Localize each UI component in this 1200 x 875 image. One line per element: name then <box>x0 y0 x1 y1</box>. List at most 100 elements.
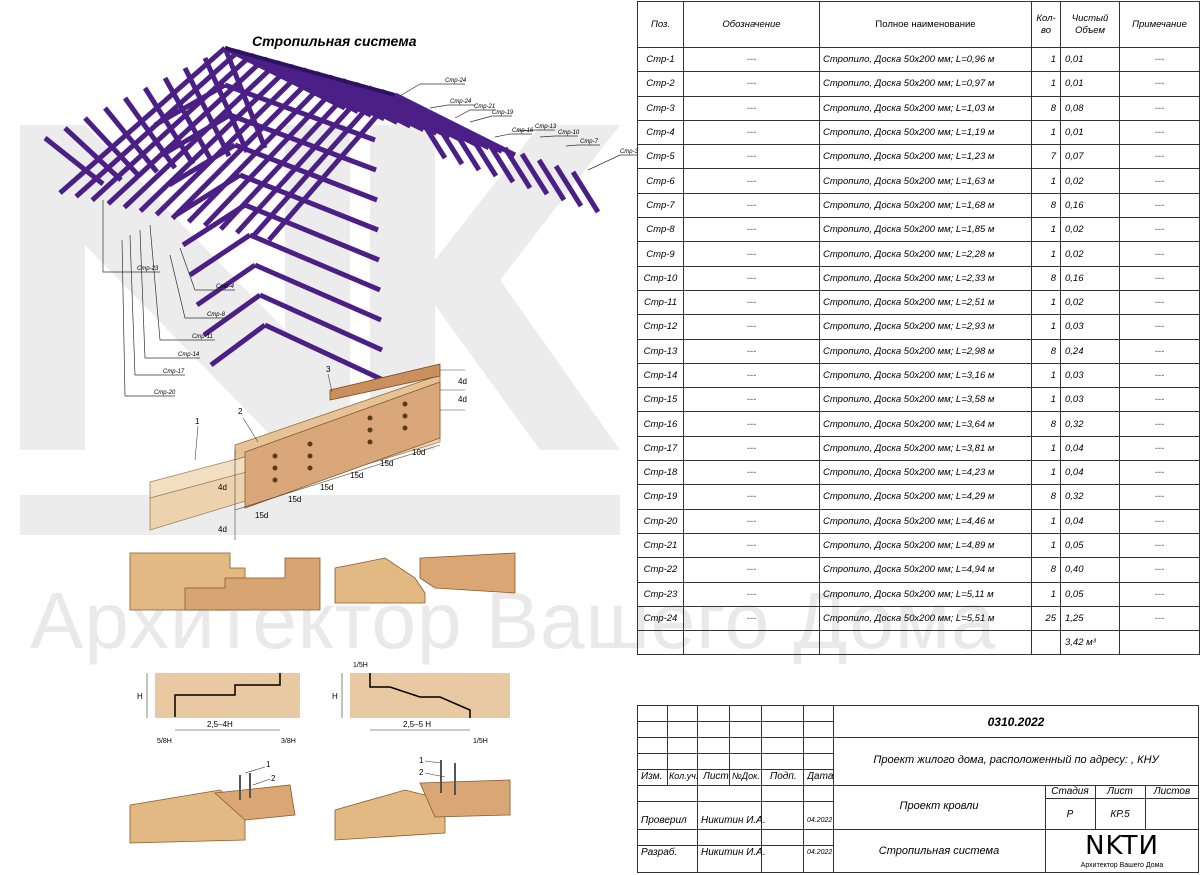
row-position: Стр-3 <box>637 95 684 121</box>
roof-title: Стропильная система <box>252 33 417 49</box>
spec-row: Стр-17---Стропило, Доска 50х200 мм; L=3,… <box>637 435 1200 462</box>
document-code: 0310.2022 <box>987 715 1045 729</box>
specification-table: Поз. Обозначение Полное наименование Кол… <box>637 1 1200 656</box>
spec-row: Стр-3---Стропило, Доска 50х200 мм; L=1,0… <box>637 95 1200 121</box>
joint-label: 15d <box>350 471 363 480</box>
row-volume: 0,05 <box>1060 581 1120 607</box>
row-note: --- <box>1119 532 1200 559</box>
row-designation: --- <box>683 168 820 194</box>
company-logo-subtitle: Архитектор Вашего Дома <box>1080 862 1164 869</box>
rafter <box>167 142 237 188</box>
stage-label: Стадия <box>1051 786 1089 797</box>
joint-label: 15d <box>288 495 301 504</box>
row-position: Стр-5 <box>637 144 684 170</box>
row-full-name: Стропило, Доска 50х200 мм; L=3,16 м <box>819 362 1032 389</box>
row-note: --- <box>1119 338 1200 364</box>
row-volume: 1,25 <box>1060 605 1120 632</box>
rafter <box>380 89 504 154</box>
pin-label: 2 <box>419 768 424 777</box>
spec-row: Стр-7---Стропило, Доска 50х200 мм; L=1,6… <box>637 192 1200 219</box>
row-volume: 0,01 <box>1060 46 1120 73</box>
row-volume: 0,04 <box>1060 435 1120 462</box>
row-designation: --- <box>683 362 820 389</box>
rafter <box>393 92 517 158</box>
row-note: --- <box>1119 289 1200 316</box>
developer-label: Разраб. <box>641 847 678 858</box>
row-volume: 0,02 <box>1060 168 1120 194</box>
rafter <box>553 164 584 208</box>
row-designation: --- <box>683 484 820 510</box>
spec-rows: Стр-1---Стропило, Доска 50х200 мм; L=0,9… <box>637 46 1200 632</box>
rafter <box>239 172 379 233</box>
spec-row: Стр-13 --- Стропило, Доска 50х200 мм; L=2,… <box>637 338 1200 364</box>
row-designation: --- <box>683 314 820 340</box>
rafter <box>202 78 345 228</box>
rafter <box>186 75 332 224</box>
rafter <box>103 106 159 174</box>
row-volume: 0,08 <box>1060 95 1120 121</box>
spec-row: Стр-8---Стропило, Доска 50х200 мм; L=1,8… <box>637 217 1200 243</box>
rafter <box>202 292 262 338</box>
rafter <box>195 262 257 308</box>
notch-joints-illustration <box>129 552 516 611</box>
checked-name: Никитин И.А. <box>701 815 766 826</box>
joint-label: 15d <box>380 459 393 468</box>
row-position: Стр-6 <box>637 168 684 194</box>
joint-label: 2 <box>238 407 243 416</box>
row-designation: --- <box>683 46 820 73</box>
row-quantity: 1 <box>1031 314 1061 340</box>
row-designation: --- <box>683 289 820 316</box>
row-full-name: Стропило, Доска 50х200 мм; L=2,98 м <box>819 338 1032 364</box>
roof-label: Стр-10 <box>558 130 580 136</box>
row-position: Стр-20 <box>637 508 684 534</box>
row-volume: 0,32 <box>1060 484 1120 510</box>
row-volume: 0,02 <box>1060 289 1120 316</box>
roof-label: Стр-13 <box>535 124 557 130</box>
row-position: Стр-13 <box>637 338 684 364</box>
row-designation: --- <box>683 192 820 219</box>
scarf-label: H <box>332 692 338 701</box>
spec-row: Стр-20---Стропило, Доска 50х200 мм; L=4,… <box>637 508 1200 534</box>
spec-row: Стр-24---Стропило, Доска 50х200 мм; L=5,… <box>637 605 1200 632</box>
total-empty <box>819 630 1032 656</box>
header-full-name: Полное наименование <box>819 1 1032 48</box>
col-date: Дата <box>807 771 834 782</box>
row-quantity: 1 <box>1031 46 1061 73</box>
joint-label: 15d <box>255 511 268 520</box>
pin-label: 2 <box>271 774 276 783</box>
row-designation: --- <box>683 387 820 413</box>
col-kol: Кол.уч. <box>669 771 699 781</box>
col-izm: Изм. <box>641 771 663 782</box>
row-position: Стр-12 <box>637 314 684 340</box>
row-quantity: 8 <box>1031 557 1061 583</box>
row-designation: --- <box>683 71 820 97</box>
sheet-title: Стропильная система <box>878 845 1000 857</box>
roof-leaders: Стр-24 Стр-24 Стр-21 Стр-19 Стр-16 Стр-1… <box>102 78 639 397</box>
row-quantity: 7 <box>1031 144 1061 170</box>
rafter <box>251 89 384 239</box>
rafter <box>138 64 293 213</box>
row-full-name: Стропило, Доска 50х200 мм; L=2,51 м <box>819 289 1032 316</box>
row-full-name: Стропило, Доска 50х200 мм; L=1,63 м <box>819 168 1032 194</box>
row-full-name: Стропило, Доска 50х200 мм; L=4,94 м <box>819 557 1032 583</box>
joint-label: 15d <box>320 483 333 492</box>
row-full-name: Стропило, Доска 50х200 мм; L=1,85 м <box>819 217 1032 243</box>
spec-row: Стр-9---Стропило, Доска 50х200 мм; L=2,2… <box>637 241 1200 267</box>
roof-label: Стр-14 <box>178 352 200 358</box>
row-note: --- <box>1119 241 1200 267</box>
checked-label: Проверил <box>641 815 687 826</box>
rafter <box>153 82 227 128</box>
rafter <box>263 322 385 383</box>
rafter <box>417 116 448 160</box>
row-volume: 0,05 <box>1060 532 1120 559</box>
joint-label: 4d <box>218 483 227 492</box>
roof-label: Стр-20 <box>154 390 176 396</box>
rafter <box>142 86 196 166</box>
row-designation: --- <box>683 411 820 437</box>
row-designation: --- <box>683 557 820 583</box>
row-position: Стр-21 <box>637 532 684 559</box>
spec-row: Стр-10---Стропило, Доска 50х200 мм; L=2,… <box>637 265 1200 291</box>
row-full-name: Стропило, Доска 50х200 мм; L=0,97 м <box>819 71 1032 97</box>
total-empty <box>637 630 684 656</box>
rafter <box>451 128 482 172</box>
